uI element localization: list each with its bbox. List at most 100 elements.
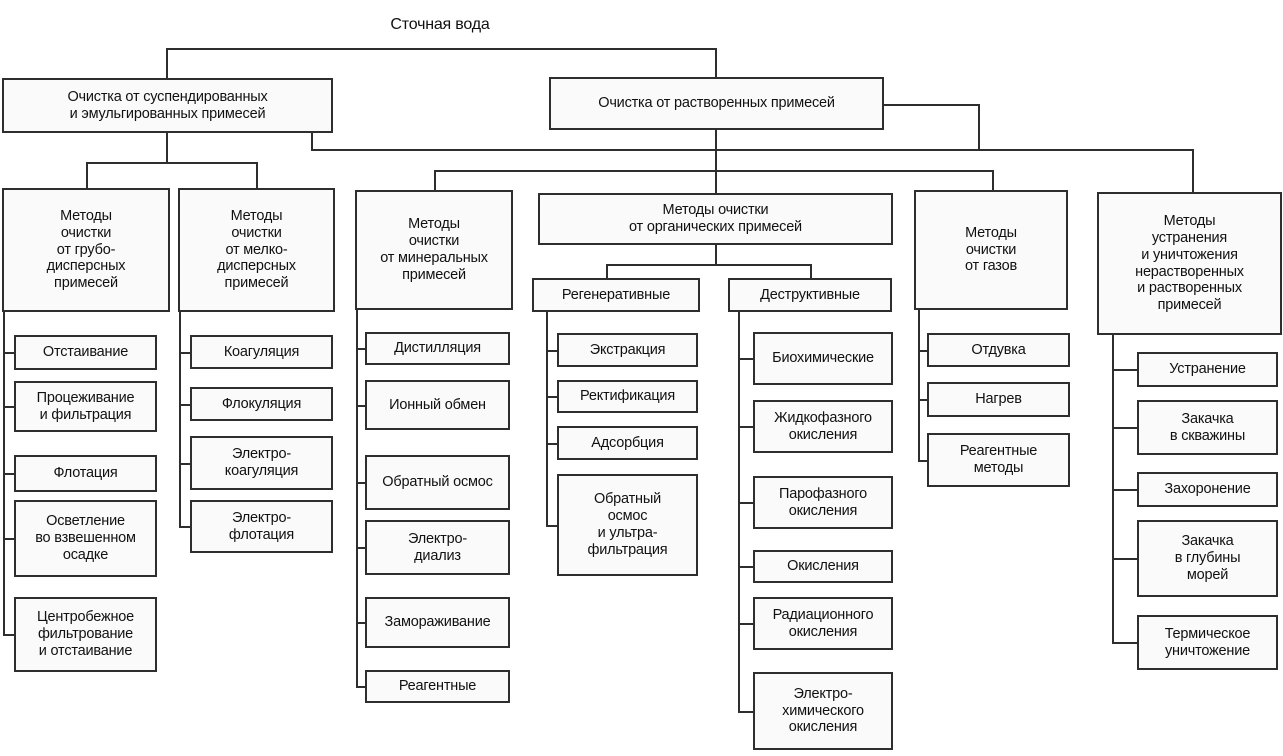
node-leaf: Закачка в глубины морей xyxy=(1137,520,1278,597)
connector-line xyxy=(311,149,1194,151)
node-leaf: Обратный осмос xyxy=(365,455,510,510)
connector-line xyxy=(179,404,191,406)
connector-line xyxy=(1112,369,1138,371)
node-leaf: Жидкофазного окисления xyxy=(753,400,893,453)
connector-line xyxy=(166,48,168,80)
node-leaf: Радиационного окисления xyxy=(753,597,893,650)
node-leaf: Дистилляция xyxy=(365,332,510,365)
connector-line xyxy=(918,350,928,352)
node-header-fine: Методы очистки от мелко- дисперсных прим… xyxy=(178,188,335,312)
node-leaf: Электро- коагуляция xyxy=(190,436,333,490)
connector-line xyxy=(356,348,366,350)
connector-line xyxy=(179,310,181,528)
connector-line xyxy=(311,131,313,151)
connector-line xyxy=(356,686,366,688)
connector-line xyxy=(1192,149,1194,194)
node-leaf: Центробежное фильтрование и отстаивание xyxy=(14,597,157,672)
connector-line xyxy=(810,264,812,280)
connector-line xyxy=(356,405,366,407)
connector-line xyxy=(3,473,15,475)
node-leaf: Термическое уничтожение xyxy=(1137,615,1278,670)
connector-line xyxy=(715,48,717,79)
node-leaf: Экстракция xyxy=(557,333,698,367)
node-leaf: Окисления xyxy=(753,550,893,583)
node-header-coarse: Методы очистки от грубо- дисперсных прим… xyxy=(2,188,170,312)
connector-line xyxy=(992,170,994,192)
connector-line xyxy=(546,396,558,398)
node-leaf: Замораживание xyxy=(365,597,510,648)
node-cleanup-suspended: Очистка от суспендированных и эмульгиров… xyxy=(2,78,333,133)
node-header-regenerative: Регенеративные xyxy=(532,278,700,312)
connector-line xyxy=(179,463,191,465)
connector-line xyxy=(606,264,812,266)
connector-line xyxy=(86,162,88,190)
connector-line xyxy=(356,308,358,688)
connector-line xyxy=(546,310,548,527)
node-header-elimination: Методы устранения и уничтожения нераство… xyxy=(1097,192,1282,335)
node-leaf: Электро- химического окисления xyxy=(753,672,893,750)
connector-line xyxy=(434,170,436,192)
connector-line xyxy=(918,308,920,462)
node-leaf: Обратный осмос и ультра- фильтрация xyxy=(557,474,698,576)
connector-line xyxy=(715,128,717,195)
root-title: Сточная вода xyxy=(390,16,490,33)
node-leaf: Парофазного окисления xyxy=(753,476,893,529)
connector-line xyxy=(166,131,168,164)
connector-line xyxy=(434,170,994,172)
connector-line xyxy=(1112,427,1138,429)
node-leaf: Адсорбция xyxy=(557,426,698,460)
node-header-mineral: Методы очистки от минеральных примесей xyxy=(355,190,513,310)
connector-line xyxy=(918,399,928,401)
connector-line xyxy=(738,711,754,713)
connector-line xyxy=(738,502,754,504)
connector-line xyxy=(356,622,366,624)
connector-line xyxy=(738,358,754,360)
node-leaf: Электро- флотация xyxy=(190,500,333,553)
node-leaf: Биохимические xyxy=(753,332,893,385)
connector-line xyxy=(738,566,754,568)
connector-line xyxy=(918,460,928,462)
node-header-organic: Методы очистки от органических примесей xyxy=(538,193,893,245)
connector-line xyxy=(356,482,366,484)
connector-line xyxy=(3,406,15,408)
node-leaf: Закачка в скважины xyxy=(1137,400,1278,455)
connector-line xyxy=(166,48,717,50)
connector-line xyxy=(1112,333,1114,644)
connector-line xyxy=(179,352,191,354)
connector-line xyxy=(179,526,191,528)
node-leaf: Ионный обмен xyxy=(365,380,510,430)
node-leaf: Нагрев xyxy=(927,382,1070,417)
node-leaf: Отстаивание xyxy=(14,335,157,370)
node-leaf: Коагуляция xyxy=(190,335,333,369)
connector-line xyxy=(3,538,15,540)
connector-line xyxy=(1112,489,1138,491)
node-header-destructive: Деструктивные xyxy=(728,278,892,312)
connector-line xyxy=(1112,642,1138,644)
connector-line xyxy=(546,525,558,527)
connector-line xyxy=(356,547,366,549)
node-cleanup-dissolved: Очистка от растворенных примесей xyxy=(549,77,884,130)
connector-line xyxy=(978,104,980,151)
connector-line xyxy=(738,310,740,713)
connector-line xyxy=(738,623,754,625)
node-leaf: Электро- диализ xyxy=(365,520,510,575)
connector-line xyxy=(1112,558,1138,560)
connector-line xyxy=(86,162,258,164)
connector-line xyxy=(3,352,15,354)
node-leaf: Процеживание и фильтрация xyxy=(14,381,157,432)
connector-line xyxy=(546,350,558,352)
connector-line xyxy=(715,243,717,266)
node-header-gases: Методы очистки от газов xyxy=(914,190,1068,310)
node-leaf: Реагентные xyxy=(365,670,510,703)
connector-line xyxy=(256,162,258,190)
node-leaf: Отдувка xyxy=(927,333,1070,367)
connector-line xyxy=(738,426,754,428)
node-leaf: Захоронение xyxy=(1137,472,1278,507)
node-leaf: Флотация xyxy=(14,455,157,492)
node-leaf: Флокуляция xyxy=(190,387,333,421)
node-leaf: Реагентные методы xyxy=(927,433,1070,487)
connector-line xyxy=(884,104,980,106)
connector-line xyxy=(546,443,558,445)
node-leaf: Осветление во взвешенном осадке xyxy=(14,500,157,577)
